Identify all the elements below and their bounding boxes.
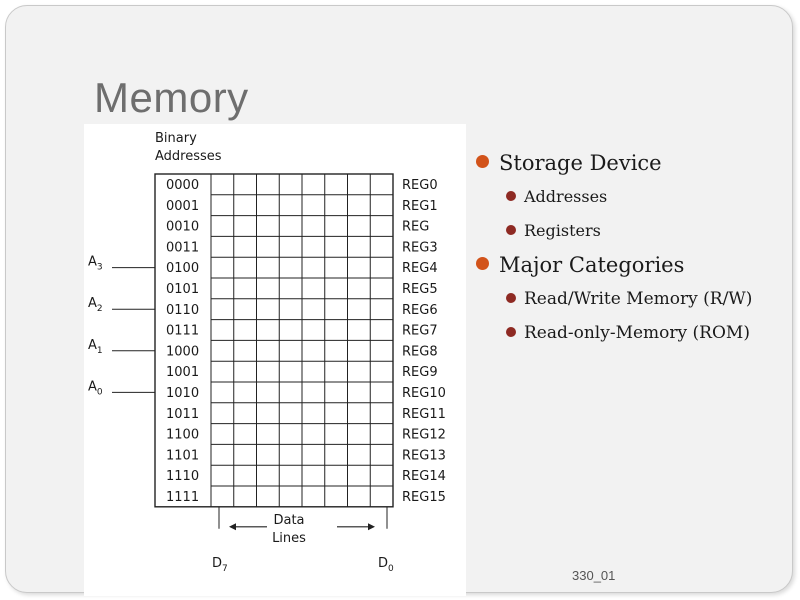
register-label: REG1 (402, 199, 438, 214)
register-label: REG8 (402, 344, 438, 359)
binary-address-label: 1000 (166, 344, 199, 359)
register-label: REG12 (402, 428, 446, 443)
slide-footer-code: 330_01 (572, 568, 616, 583)
binary-address-label: 0111 (166, 324, 199, 339)
address-line-label: A3 (88, 255, 103, 273)
binary-address-label: 0110 (166, 303, 199, 318)
bullet-dot-icon (506, 191, 516, 201)
binary-address-label: 1011 (166, 407, 199, 422)
register-label: REG13 (402, 448, 446, 463)
binary-address-label: 0010 (166, 220, 199, 235)
binary-address-label: 0101 (166, 282, 199, 297)
bullet-read-write-memory: Read/Write Memory (R/W) (474, 284, 794, 314)
binary-address-label: 1010 (166, 386, 199, 401)
bullet-addresses: Addresses (474, 182, 794, 212)
register-label: REG0 (402, 178, 438, 193)
data-lines-label-line1: Data (273, 513, 304, 528)
register-label: REG14 (402, 469, 446, 484)
slide-title: Memory (94, 74, 249, 121)
data-lines-label-line2: Lines (272, 531, 306, 546)
register-label: REG4 (402, 261, 438, 276)
bullet-major-categories: Major Categories (474, 250, 794, 280)
binary-address-label: 1111 (166, 490, 199, 505)
bullet-dot-icon (506, 225, 516, 235)
register-label: REG6 (402, 303, 438, 318)
address-line-label: A0 (88, 379, 103, 397)
binary-address-label: 0001 (166, 199, 199, 214)
register-label: REG3 (402, 240, 438, 255)
binary-address-label: 0011 (166, 240, 199, 255)
arrow-left-icon (229, 523, 236, 531)
bullet-list: Storage Device Addresses Registers Major… (474, 148, 794, 352)
binary-address-label: 0100 (166, 261, 199, 276)
binary-address-label: 1101 (166, 448, 199, 463)
bullet-registers: Registers (474, 216, 794, 246)
binary-address-label: 1001 (166, 365, 199, 380)
bullet-dot-icon (506, 327, 516, 337)
address-line-label: A1 (88, 338, 103, 356)
bullet-label: Registers (524, 221, 601, 240)
data-line-label-msb: D7 (212, 556, 228, 574)
register-label: REG9 (402, 365, 438, 380)
binary-address-label: 1100 (166, 428, 199, 443)
bullet-read-only-memory: Read-only-Memory (ROM) (474, 318, 794, 348)
register-label: REG (402, 220, 429, 235)
register-label: REG5 (402, 282, 438, 297)
bullet-dot-icon (476, 257, 489, 270)
slide: Memory Binary Addresses Data Lines 0000 0… (5, 5, 794, 596)
bullet-label: Storage Device (499, 151, 662, 175)
memory-diagram: Binary Addresses Data Lines 0000 0001 0010… (84, 124, 466, 596)
bullet-dot-icon (506, 293, 516, 303)
register-label: REG15 (402, 490, 446, 505)
binary-address-label: 0000 (166, 178, 199, 193)
bullet-label: Read-only-Memory (ROM) (524, 323, 750, 343)
register-label: REG11 (402, 407, 446, 422)
arrow-right-icon (368, 523, 375, 531)
bullet-label: Major Categories (499, 253, 685, 277)
binary-address-label: 1110 (166, 469, 199, 484)
register-label: REG10 (402, 386, 446, 401)
diagram-header-line2: Addresses (155, 149, 222, 164)
bullet-label: Read/Write Memory (R/W) (524, 289, 753, 309)
bullet-label: Addresses (524, 187, 608, 206)
bullet-storage-device: Storage Device (474, 148, 794, 178)
data-line-label-lsb: D0 (378, 556, 394, 574)
register-label: REG7 (402, 324, 438, 339)
memory-diagram-svg: Binary Addresses Data Lines 0000 0001 0010… (88, 131, 446, 574)
bullet-dot-icon (476, 155, 489, 168)
address-line-label: A2 (88, 296, 103, 314)
diagram-header-line1: Binary (155, 131, 197, 146)
